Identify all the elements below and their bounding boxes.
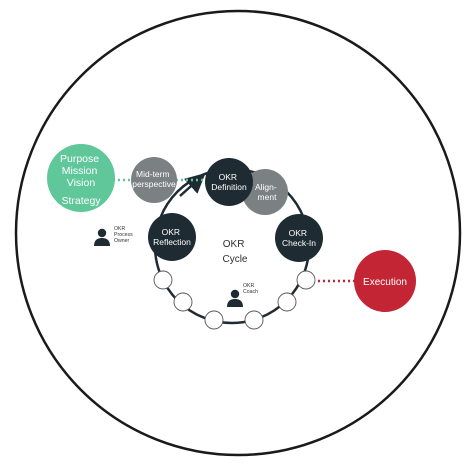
svg-text:OKR Definition: OKR Definition	[211, 172, 247, 192]
strategy-label: Strategy	[61, 195, 101, 207]
definition-line-1: OKR	[219, 172, 237, 182]
definition-line-2: Definition	[211, 182, 247, 192]
alignment-circle	[242, 169, 288, 215]
checkin-marker	[204, 310, 224, 330]
purpose-circle	[47, 144, 115, 212]
svg-text:Mid-term perspective: Mid-term perspective	[132, 169, 176, 189]
purpose-line-3: Vision	[67, 177, 96, 189]
checkin-markers	[153, 270, 316, 330]
reflection-line-1: OKR	[162, 227, 180, 237]
checkin-circle	[275, 214, 323, 262]
cycle-line-1: OKR	[223, 239, 245, 250]
svg-text:OKR Cycle: OKR Cycle	[222, 239, 247, 265]
execution-circle	[354, 250, 416, 312]
svg-text:Purpose Mission Vision: Purpose Mission Vision	[60, 153, 102, 189]
svg-text:OKR Reflection: OKR Reflection	[153, 227, 191, 247]
purpose-line-1: Purpose	[60, 153, 99, 165]
cycle-line-2: Cycle	[222, 254, 247, 265]
owner-line-2: Process	[114, 232, 133, 238]
reflection-line-2: Reflection	[153, 237, 191, 247]
alignment-line-1: Align-	[255, 182, 277, 192]
svg-text:OKR Process Owner: OKR Process Owner	[114, 226, 134, 244]
svg-text:OKR Coach: OKR Coach	[243, 283, 258, 295]
reflection-circle	[148, 213, 196, 261]
checkin-marker	[153, 270, 173, 290]
purpose-line-2: Mission	[62, 165, 98, 177]
alignment-line-2: ment	[258, 192, 278, 202]
svg-text:OKR Check-In: OKR Check-In	[282, 228, 316, 248]
person-icon	[94, 228, 110, 246]
checkin-marker	[244, 310, 264, 330]
midterm-line-2: perspective	[132, 179, 176, 189]
checkin-marker	[173, 292, 193, 312]
checkin-line-2: Check-In	[282, 238, 316, 248]
midterm-circle	[131, 157, 177, 203]
coach-line-1: OKR	[243, 283, 254, 289]
coach-line-2: Coach	[243, 289, 258, 295]
outer-circle	[14, 9, 462, 457]
owner-line-1: OKR	[114, 226, 125, 232]
svg-text:Align- ment: Align- ment	[255, 182, 279, 202]
owner-line-3: Owner	[114, 238, 130, 244]
checkin-marker	[296, 270, 316, 290]
person-icon	[227, 289, 243, 307]
definition-circle	[205, 158, 253, 206]
midterm-line-1: Mid-term	[136, 169, 170, 179]
execution-label: Execution	[363, 277, 407, 288]
checkin-line-1: OKR	[289, 228, 307, 238]
checkin-marker	[277, 292, 297, 312]
